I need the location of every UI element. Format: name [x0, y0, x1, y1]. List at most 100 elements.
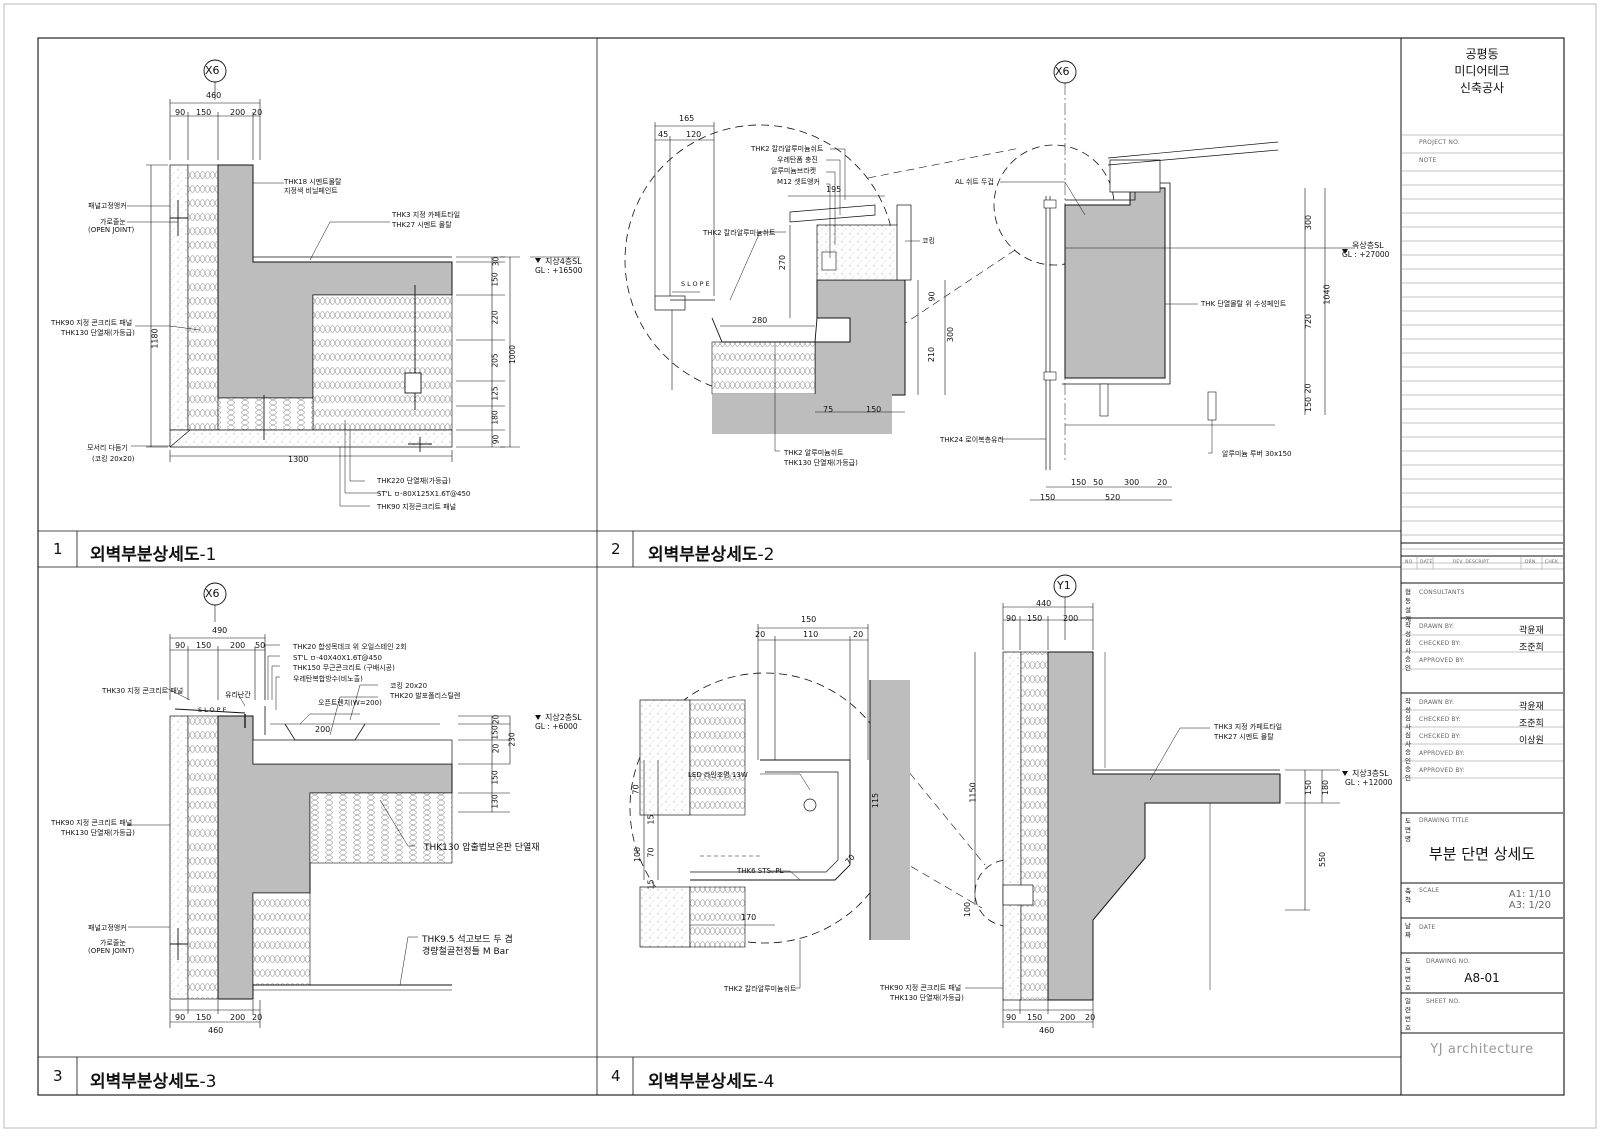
dim-text: 150: [196, 1013, 212, 1022]
dim-text: 520: [1105, 493, 1121, 502]
dim-text: 20: [252, 1013, 263, 1022]
level-label: 지상4층SL: [545, 257, 582, 266]
note: 모서리 다듬기: [87, 444, 128, 452]
note: 경량철골천정틀 M Bar: [422, 947, 509, 957]
grid-label-x6: X6: [205, 64, 220, 77]
note: THK130 압출법보온판 단열재: [424, 843, 540, 853]
dim-text: 460: [206, 91, 222, 100]
checked-by-label: CHECKED BY:: [1419, 716, 1461, 723]
note: THK150 무근콘크리트 (구배시공): [293, 664, 395, 672]
dim-text: 130: [490, 794, 500, 809]
title-block-lines: [1401, 134, 1563, 1034]
dim-text: 90: [927, 291, 937, 302]
drawing-no: A8-01: [1464, 971, 1500, 985]
dim-text: 300: [1124, 478, 1140, 487]
rev-header: NO.: [1405, 560, 1414, 565]
note: THK3 지정 카페트타일: [392, 211, 461, 219]
drawing-title-label: DRAWING TITLE: [1419, 817, 1469, 824]
note: THK90 지정 콘크리트 패널: [51, 819, 133, 827]
dim-text: 220: [490, 310, 500, 325]
detail-title: 외벽부분상세도-1: [90, 545, 217, 565]
note: THK130 단열재(가등급): [61, 329, 135, 337]
note: THK130 단열재(가등급): [784, 459, 858, 467]
dim-text: 200: [1060, 1013, 1076, 1022]
note: THK220 단열재(가등급): [377, 477, 451, 485]
note: THK20 합성목데크 위 오일스테인 2회: [293, 643, 407, 651]
note: 오픈트렌치(W=200): [318, 699, 382, 707]
dim-text: 490: [212, 626, 228, 635]
detail-title: 외벽부분상세도-2: [648, 545, 775, 565]
note: M12 셋트앵커: [777, 178, 820, 186]
dim-text: 460: [208, 1026, 224, 1035]
dim-text: 150: [196, 108, 212, 117]
note: 알루미늄 루버 30x150: [1222, 450, 1292, 458]
note: 우레탄폼 충진: [777, 156, 818, 164]
dim-text: 150: [1304, 396, 1314, 413]
note: THK6 STS. PL: [737, 867, 784, 875]
drawn-by-label: DRAWN BY:: [1419, 623, 1455, 630]
dim-text: 1040: [1322, 284, 1332, 305]
dim-text: 75: [823, 405, 834, 414]
note: THK3 지정 카페트타일: [1214, 723, 1283, 731]
dim-text: 45: [658, 130, 669, 139]
dim-text: 440: [1036, 599, 1052, 608]
slope-label: SLOPE: [681, 280, 712, 288]
note: THK27 시멘트 몰탈: [1214, 733, 1274, 741]
dim-text: 200: [230, 641, 246, 650]
dim-text: 205: [490, 353, 500, 368]
note: THK90 지정콘크리트 패널: [377, 503, 457, 511]
note: 코킹 20x20: [390, 682, 428, 690]
dim-text: 460: [1039, 1026, 1055, 1035]
rev-header: REV. DESCRIPT: [1453, 560, 1490, 565]
note: THK9.5 석고보드 두 겹: [422, 935, 513, 945]
note: 유리난간: [225, 691, 251, 699]
note: THK2 알루미늄쉬트: [784, 449, 844, 457]
note: THK27 시멘트 몰탈: [392, 221, 452, 229]
dim-text: 20: [491, 714, 501, 725]
checked-by-2-label: CHECKED BY:: [1419, 733, 1461, 740]
dim-text: 270: [778, 254, 788, 271]
grid-label-x6: X6: [1055, 65, 1070, 78]
dim-text: 70: [646, 847, 656, 858]
dim-text: 200: [230, 108, 246, 117]
dim-text: 200: [1063, 614, 1079, 623]
dim-text: 20: [252, 108, 263, 117]
note: 지정색 비닐페인트: [284, 187, 338, 195]
note: ST'L ㅁ-80X125X1.6T@450: [377, 490, 471, 498]
sheet-no-label: SHEET NO.: [1426, 998, 1461, 1005]
level-label: 지상3층SL: [1352, 769, 1389, 778]
note: THK130 단열재(가등급): [890, 994, 964, 1002]
dim-text: 1000: [508, 344, 518, 365]
detail-number: 1: [53, 540, 63, 558]
detail-title: 외벽부분상세도-3: [90, 1072, 217, 1092]
checked-by-value: 조준희: [1519, 643, 1544, 653]
dim-text: 150: [801, 615, 817, 624]
dim-text: 150: [196, 641, 212, 650]
detail-4-drawing: [629, 574, 1348, 1028]
dim-text: 230: [507, 732, 517, 747]
project-name: 공평동 미디어테크 신축공사: [1454, 47, 1510, 95]
note: 코킹: [922, 237, 935, 245]
note: THK 단열몰탈 위 수성페인트: [1201, 300, 1287, 308]
note: 가로줄눈: [100, 218, 126, 226]
firm-name: YJ architecture: [1430, 1042, 1534, 1057]
dim-text: 200: [315, 725, 331, 734]
note: 우레탄복합방수(비노출): [293, 675, 363, 683]
note: THK24 로이복층유리: [940, 436, 1004, 444]
dim-text: 165: [679, 114, 695, 123]
approved-by-2-label: APPROVED BY:: [1419, 767, 1465, 774]
level-gl: GL : +6000: [535, 722, 578, 731]
dim-text: 15: [646, 879, 656, 890]
approved-by-label: APPROVED BY:: [1419, 750, 1465, 757]
